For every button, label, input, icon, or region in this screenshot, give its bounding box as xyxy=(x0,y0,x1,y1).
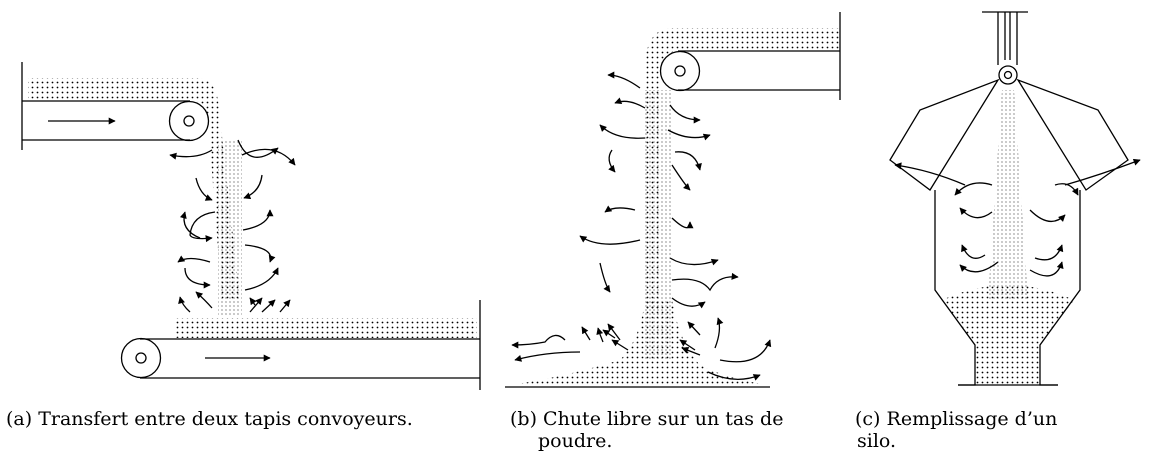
silo-powder-pile xyxy=(942,285,1074,385)
caption-c-label: (c) xyxy=(855,408,881,430)
caption-b-label: (b) xyxy=(510,408,537,430)
feed-pipe xyxy=(982,12,1028,84)
caption-c-text-2: silo. xyxy=(857,430,897,452)
panel-a-conveyor-transfer xyxy=(22,62,480,390)
lower-conveyor-pulley xyxy=(122,339,161,378)
air-flow-arrows-b xyxy=(511,71,772,381)
caption-a-label: (a) xyxy=(6,408,33,430)
caption-c-text-1: Remplissage d’un xyxy=(886,408,1058,430)
upper-conveyor-pulley xyxy=(170,102,209,141)
feed-pipe-pulley xyxy=(999,66,1017,84)
feed-conveyor-b xyxy=(661,12,841,100)
caption-c-line-1: (c) Remplissage d’un xyxy=(855,408,1147,430)
powder-layer-upper-belt xyxy=(28,78,240,300)
powder-heap xyxy=(510,300,770,385)
panel-c-silo-filling xyxy=(890,12,1141,385)
caption-b-text-1: Chute libre sur un tas de xyxy=(543,408,784,430)
air-flow-arrows-a xyxy=(169,140,295,312)
powder-layer-feed-belt-b xyxy=(645,28,840,310)
powder-layer-lower-belt xyxy=(175,318,477,338)
air-flow-arrows-c xyxy=(894,158,1141,276)
falling-powder-stream-a xyxy=(218,140,242,315)
caption-b-line-1: (b) Chute libre sur un tas de xyxy=(510,408,850,430)
caption-b: (b) Chute libre sur un tas de poudre. xyxy=(510,408,850,452)
lower-conveyor xyxy=(122,300,481,390)
caption-a-line: (a) Transfert entre deux tapis convoyeur… xyxy=(6,408,506,430)
caption-a: (a) Transfert entre deux tapis convoyeur… xyxy=(6,408,506,430)
caption-a-text: Transfert entre deux tapis convoyeurs. xyxy=(38,408,413,430)
panel-b-free-fall xyxy=(505,12,840,387)
silo-powder-stream xyxy=(988,90,1028,300)
upper-conveyor xyxy=(22,62,209,150)
caption-b-text-2: poudre. xyxy=(538,430,613,452)
caption-c: (c) Remplissage d’un silo. xyxy=(855,408,1147,452)
feed-conveyor-pulley-b xyxy=(661,52,700,91)
deflector-hood xyxy=(890,80,1128,190)
